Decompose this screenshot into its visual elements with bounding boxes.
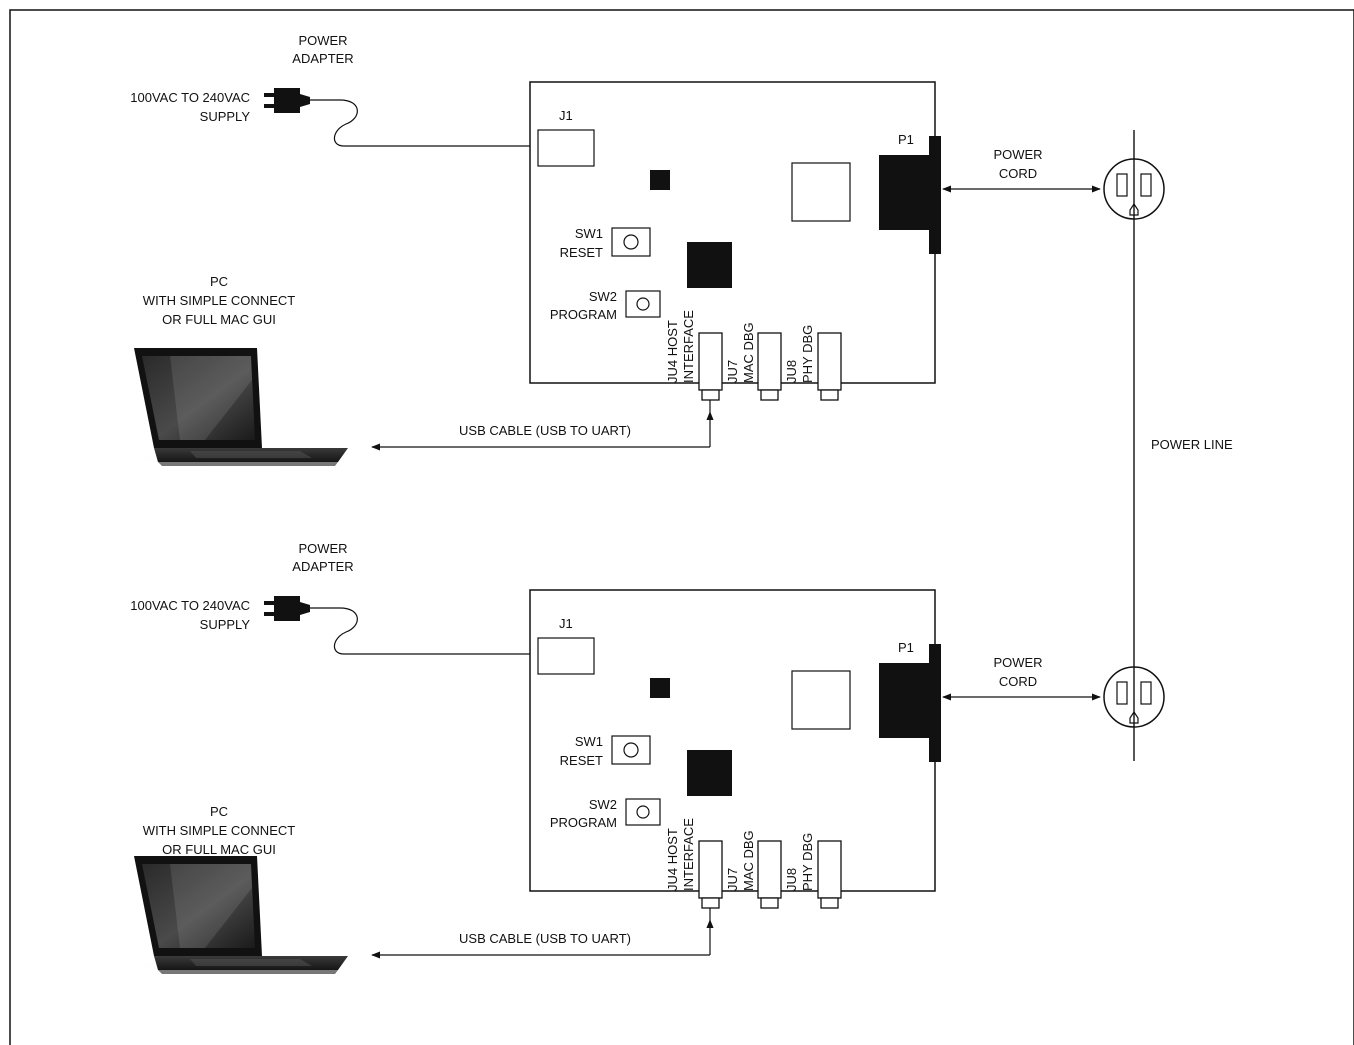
sw2-label-1: SW2 <box>589 289 617 304</box>
sw1-label-1: SW1 <box>575 734 603 749</box>
usb-cable-label: USB CABLE (USB TO UART) <box>459 423 631 438</box>
p1-label: P1 <box>898 132 914 147</box>
power-adapter-label-1: POWER <box>298 33 347 48</box>
power-adapter-label-2: ADAPTER <box>292 51 353 66</box>
power-cord-label-2: CORD <box>999 674 1037 689</box>
ju8-label-1: JU8 <box>784 360 799 383</box>
usb-cable-label: USB CABLE (USB TO UART) <box>459 931 631 946</box>
pc-label-1: PC <box>210 274 228 289</box>
unit-top: POWER ADAPTER 100VAC TO 240VAC SUPPLY PC… <box>130 33 1165 468</box>
sw2-label-1: SW2 <box>589 797 617 812</box>
ju4-label-1: JU4 HOST <box>665 320 680 383</box>
sw1-label-2: RESET <box>560 245 603 260</box>
power-cord-label-1: POWER <box>993 655 1042 670</box>
ju4-label-2: INTERFACE <box>681 818 696 891</box>
evaluation-board <box>372 82 1100 447</box>
ju7-label-2: MAC DBG <box>741 830 756 891</box>
power-line-label: POWER LINE <box>1151 437 1233 452</box>
power-adapter-label-1: POWER <box>298 541 347 556</box>
sw2-label-2: PROGRAM <box>550 815 617 830</box>
sw1-label-2: RESET <box>560 753 603 768</box>
sw1-label-1: SW1 <box>575 226 603 241</box>
laptop-pc-icon <box>134 856 355 976</box>
laptop-pc-icon <box>134 348 355 468</box>
unit-bottom: POWER ADAPTER 100VAC TO 240VAC SUPPLY PC… <box>130 541 1165 976</box>
pc-label-3: OR FULL MAC GUI <box>162 312 276 327</box>
power-cord-label-2: CORD <box>999 166 1037 181</box>
power-adapter-plug-icon <box>263 595 531 655</box>
supply-label-1: 100VAC TO 240VAC <box>130 598 250 613</box>
ju7-label-1: JU7 <box>725 868 740 891</box>
j1-label: J1 <box>559 616 573 631</box>
pc-label-3: OR FULL MAC GUI <box>162 842 276 857</box>
sw2-label-2: PROGRAM <box>550 307 617 322</box>
ju8-label-2: PHY DBG <box>800 325 815 383</box>
supply-label-1: 100VAC TO 240VAC <box>130 90 250 105</box>
ju7-label-2: MAC DBG <box>741 322 756 383</box>
p1-label: P1 <box>898 640 914 655</box>
j1-label: J1 <box>559 108 573 123</box>
pc-label-2: WITH SIMPLE CONNECT <box>143 823 295 838</box>
pc-label-2: WITH SIMPLE CONNECT <box>143 293 295 308</box>
supply-label-2: SUPPLY <box>200 109 251 124</box>
ju4-label-2: INTERFACE <box>681 310 696 383</box>
power-cord-label-1: POWER <box>993 147 1042 162</box>
ju8-label-2: PHY DBG <box>800 833 815 891</box>
ju4-label-1: JU4 HOST <box>665 828 680 891</box>
ju7-label-1: JU7 <box>725 360 740 383</box>
evaluation-board <box>372 590 1100 955</box>
power-adapter-label-2: ADAPTER <box>292 559 353 574</box>
power-adapter-plug-icon <box>263 87 531 147</box>
ju8-label-1: JU8 <box>784 868 799 891</box>
diagram-frame <box>9 9 1354 1045</box>
pc-label-1: PC <box>210 804 228 819</box>
supply-label-2: SUPPLY <box>200 617 251 632</box>
